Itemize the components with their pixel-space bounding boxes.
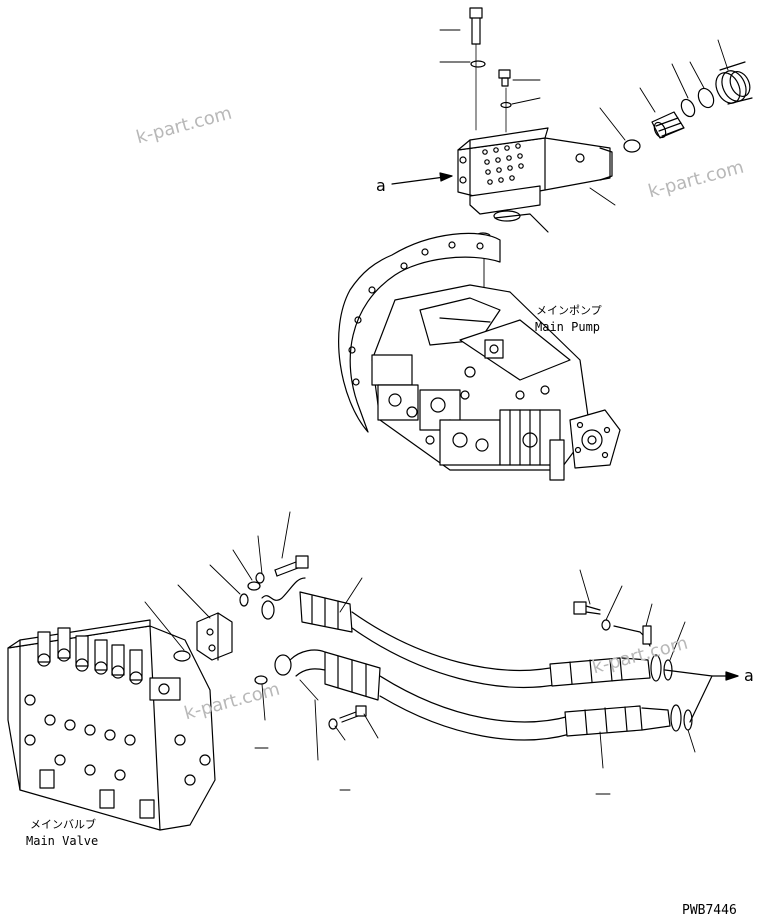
flange-block bbox=[173, 612, 233, 662]
main-valve-label-en: Main Valve bbox=[26, 834, 99, 848]
plug-top bbox=[498, 69, 512, 133]
arrow-a-top bbox=[391, 172, 453, 185]
arrow-a-right-label: a bbox=[744, 666, 754, 685]
leader-lines-bottom bbox=[144, 511, 696, 795]
drawing-number: PWB7446 bbox=[682, 903, 737, 918]
hose-upper bbox=[239, 577, 673, 689]
filter-element bbox=[623, 111, 685, 153]
main-valve-label-jp: メインバルブ bbox=[30, 818, 96, 831]
main-valve bbox=[7, 619, 216, 831]
plug-cap-right bbox=[715, 61, 753, 105]
arrow-a-top-label: a bbox=[376, 176, 386, 195]
arrow-a-right bbox=[664, 669, 739, 723]
hose-lower bbox=[254, 649, 693, 741]
bolt-lower-left bbox=[255, 555, 367, 730]
main-pump bbox=[338, 232, 621, 481]
leader-lines-top bbox=[439, 29, 729, 311]
valve-block bbox=[457, 127, 613, 240]
main-pump-label-jp: メインポンプ bbox=[536, 304, 602, 317]
washer-top bbox=[470, 60, 486, 68]
o-ring-right bbox=[680, 87, 715, 118]
bolt-top bbox=[469, 7, 483, 131]
main-pump-label-en: Main Pump bbox=[535, 320, 601, 334]
bolt-lower-right bbox=[573, 601, 652, 647]
